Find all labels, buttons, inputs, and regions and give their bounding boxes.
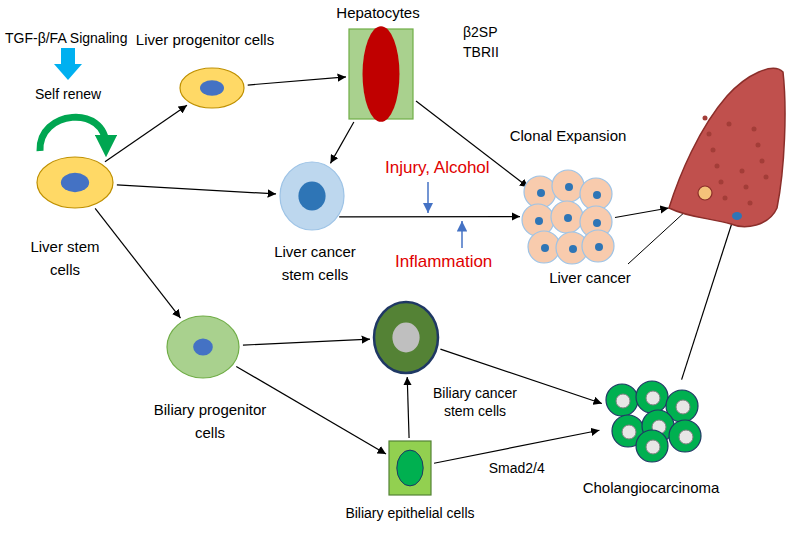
cell-shape [348,28,414,120]
liver-texture [744,185,749,190]
liver-texture [760,159,765,164]
liver-texture [715,164,720,169]
cell-shape [35,155,115,210]
flow-arrow [339,216,520,218]
cell-node: Biliary cancer stem cells [372,300,440,375]
cell-label: Liver stem cells [20,235,110,282]
inflammation-arrow [461,221,463,248]
cell-shape [665,58,787,233]
tumor-cell [606,384,638,416]
cell-body [167,316,239,378]
cell-nucleus [193,338,213,355]
tumor-cell [580,178,612,210]
process-label: Self renew [35,86,101,103]
cell-shape [520,170,615,265]
liver-texture [703,116,708,121]
tumor-cell [551,201,583,233]
cell-node: Clonal Expansion [520,170,615,265]
cell-label: Clonal Expansion [510,124,627,147]
liver-texture [756,143,761,148]
cell-shape [165,314,241,380]
cell-node: Biliary progenitor cells [165,314,241,380]
tumor-cell [524,176,556,208]
factor-label: Inflammation [395,252,492,272]
liver-texture [764,175,769,180]
cell-body [280,162,344,230]
gene-label: TBRII [463,44,499,61]
bile-duct-spot [732,212,742,220]
cell-nucleus [61,173,89,192]
cell-shape [178,66,246,110]
liver-texture [752,127,757,132]
liver-texture [727,122,732,127]
cell-body [374,302,438,373]
liver-texture [740,169,745,174]
flow-arrow [243,339,370,345]
cell-node: Liver cancer stem cells [278,160,346,232]
liver-texture [723,196,728,201]
signal-label: TGF-β/FA Signaling [5,30,127,47]
flow-arrow [330,122,353,163]
liver-texture [748,201,753,206]
tumor-cell [582,230,614,262]
gene-label: β2SP [463,24,498,41]
cell-node: Liver cancer [665,58,787,233]
liver-texture [707,132,712,137]
cell-node: Cholangiocarcinoma [600,378,702,462]
edge-label: Smad2/4 [487,460,547,476]
cell-label: Hepatocytes [336,1,419,24]
flow-arrow [95,208,180,318]
cell-label: Biliary epithelial cells [345,504,475,522]
factor-label: Injury, Alcohol [385,158,490,178]
cell-nucleus [392,323,419,353]
tumor-cell [636,381,668,413]
cell-label: Liver cancer [549,266,631,289]
cell-node: Biliary epithelial cells [388,440,432,496]
cell-shape [600,378,702,462]
cell-body [37,157,113,208]
cell-body [180,68,244,108]
tumor-cell [636,430,668,462]
cell-nucleus [298,182,325,211]
cell-label: Cholangiocarcinoma [583,476,720,499]
cell-node: Liver progenitor cells [178,66,246,110]
liver-texture [711,148,716,153]
cell-shape [278,160,346,232]
flow-arrow [105,105,187,162]
tumor-cell [522,204,554,236]
flow-arrow [682,223,733,380]
cell-body [389,441,431,495]
flow-arrow [615,208,669,218]
liver-organ [669,68,785,226]
liver-texture [719,180,724,185]
flow-arrow [434,430,599,463]
cell-nucleus [397,450,423,486]
flow-arrow [407,377,409,438]
tumor-cell [552,170,584,202]
cell-nucleus [200,80,224,96]
flow-arrow [248,77,346,85]
cell-node: Liver stem cells [35,155,115,210]
cell-shape [388,440,432,496]
cell-shape [372,300,440,375]
self-renew-arrow [40,117,106,151]
cell-label: Liver cancer stem cells [268,240,363,287]
injury-arrow [427,182,429,213]
cell-nucleus [363,26,400,122]
tumor-cell [528,231,560,263]
flow-arrow [117,185,276,194]
cell-label: Biliary cancer stem cells [433,385,518,420]
signal-arrow [54,48,82,80]
cell-label: Biliary progenitor cells [143,398,278,445]
cell-node: Hepatocytes [348,28,414,120]
tumor-spot [698,186,712,200]
tumor-cell [669,420,701,452]
cell-label: Liver progenitor cells [136,28,274,51]
